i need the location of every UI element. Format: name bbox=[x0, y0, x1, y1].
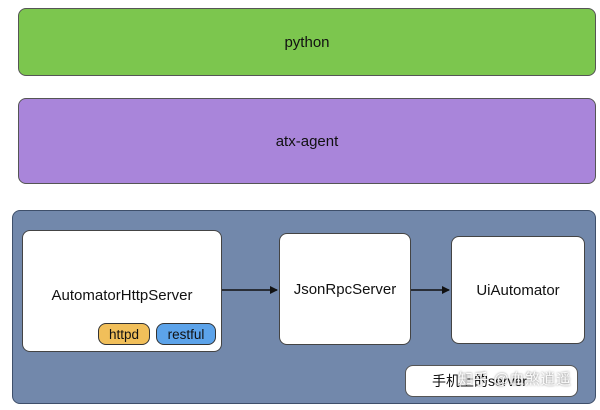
restful-tag-label: restful bbox=[167, 326, 205, 342]
restful-tag: restful bbox=[156, 323, 216, 345]
httpd-tag-label: httpd bbox=[108, 326, 140, 342]
python-layer: python bbox=[18, 8, 596, 76]
device-server-label-box: 手机上的server bbox=[405, 365, 578, 397]
ui-automator-label: UiAutomator bbox=[476, 281, 560, 299]
ui-automator-node: UiAutomator bbox=[451, 236, 585, 344]
python-layer-label: python bbox=[284, 33, 330, 51]
httpd-tag: httpd bbox=[98, 323, 150, 345]
atx-agent-layer-label: atx-agent bbox=[275, 132, 339, 150]
atx-agent-layer: atx-agent bbox=[18, 98, 596, 184]
json-rpc-server-label: JsonRpcServer bbox=[293, 280, 397, 298]
automator-http-server-label: AutomatorHttpServer bbox=[51, 287, 193, 304]
json-rpc-server-node: JsonRpcServer bbox=[279, 233, 411, 345]
watermark: 知乎 @血煞逍遥 bbox=[458, 371, 572, 388]
device-server-label: 手机上的server bbox=[432, 373, 527, 389]
